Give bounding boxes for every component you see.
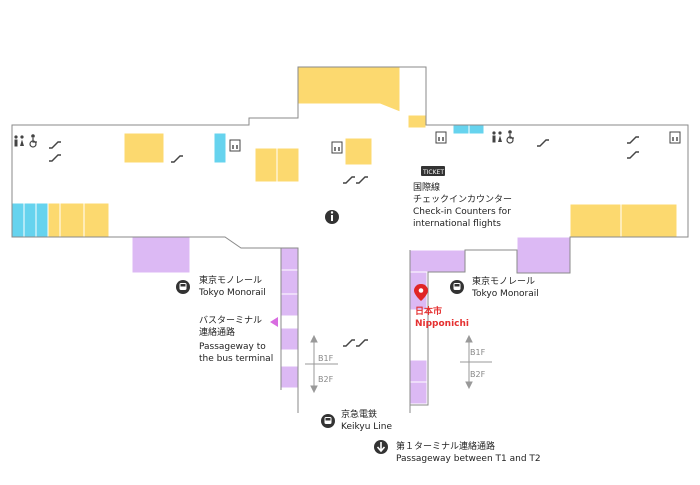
floor-label-right-b1f: B1F (470, 348, 486, 357)
elevator-icon (331, 141, 343, 154)
escalator-icon (343, 176, 368, 184)
bus-passage-arrow-icon (270, 317, 278, 327)
escalator-icon (49, 141, 61, 162)
wheelchair-icon (506, 130, 514, 144)
keikyu-jp: 京急電鉄 (341, 410, 378, 420)
ticket-icon: TICKET (421, 166, 445, 176)
monorail-right-en: Tokyo Monorail (472, 289, 539, 299)
floor-label-left-b2f: B2F (318, 375, 334, 384)
checkin-jp-2: チェックインカウンター (413, 195, 513, 205)
shop-area-right-low-1 (569, 203, 622, 238)
purple-area-left-col-4 (280, 327, 300, 351)
shop-area-right-low-2 (620, 203, 678, 238)
location-marker-icon[interactable] (414, 284, 428, 301)
shop-name-en[interactable]: Nipponichi (415, 319, 470, 329)
shop-area-left-upper (123, 132, 165, 164)
shop-area-top-small (407, 114, 427, 129)
floor-indicator-left (305, 334, 338, 394)
purple-area-left-col-5 (280, 365, 300, 389)
escalator-icon (627, 136, 639, 159)
shop-area-top-block (297, 66, 401, 113)
purple-area-left-large (131, 236, 191, 274)
cyan-area-right-1 (452, 124, 470, 135)
floor-label-right-b2f: B2F (470, 370, 486, 379)
svg-text:TICKET: TICKET (422, 169, 444, 176)
checkin-en-1: Check-in Counters for (413, 207, 511, 217)
cyan-area-left-1 (11, 202, 25, 238)
purple-area-right-col-2 (409, 359, 428, 383)
shop-area-left-low-2 (59, 202, 85, 238)
cyan-areas (11, 124, 485, 238)
elevator-icon (435, 131, 447, 144)
escalator-icon (343, 339, 368, 347)
yellow-areas (47, 66, 678, 238)
shop-area-left-mid-1 (254, 147, 278, 183)
bus-passage-jp-2: 連絡通路 (199, 328, 236, 338)
monorail-left-jp: 東京モノレール (199, 276, 263, 286)
purple-area-right-top (409, 249, 466, 273)
purple-area-right-large (516, 236, 571, 274)
monorail-right-jp: 東京モノレール (472, 277, 536, 287)
t1-t2-passage-en: Passageway between T1 and T2 (396, 454, 541, 464)
shop-area-center (344, 137, 373, 166)
shop-area-left-mid-2 (276, 147, 300, 183)
restroom-icon (14, 135, 24, 147)
down-arrow-icon[interactable] (374, 440, 388, 454)
bus-passage-en-2: the bus terminal (199, 354, 274, 364)
train-icon (321, 414, 335, 428)
shop-area-left-low-1 (47, 202, 61, 238)
bus-passage-jp-1: バスターミナル (199, 316, 263, 326)
t1-t2-passage-jp: 第１ターミナル連絡通路 (396, 442, 496, 452)
shop-name-jp[interactable]: 日本市 (415, 307, 443, 317)
cyan-area-right-2 (468, 124, 485, 135)
elevator-icon (669, 131, 681, 144)
monorail-left-en: Tokyo Monorail (199, 288, 266, 298)
purple-area-right-col-3 (409, 381, 428, 405)
floor-indicator-right (460, 334, 492, 390)
floor-label-left-b1f: B1F (318, 354, 334, 363)
train-icon (450, 280, 464, 294)
cyan-area-left-3 (35, 202, 49, 238)
train-icon (176, 280, 190, 294)
purple-areas (131, 236, 571, 405)
elevator-icon (229, 139, 241, 152)
purple-area-left-col-3 (280, 293, 300, 317)
checkin-jp: 国際線 (413, 183, 441, 193)
escalator-icon (171, 155, 183, 163)
checkin-en-2: international flights (413, 219, 501, 229)
restroom-icon (492, 131, 502, 143)
shop-area-left-low-3 (83, 202, 110, 238)
bus-passage-en-1: Passageway to (199, 342, 266, 352)
escalator-icon (537, 139, 549, 147)
cyan-area-left-2 (23, 202, 37, 238)
information-icon[interactable] (325, 210, 339, 224)
cyan-area-left-upper (213, 132, 227, 164)
purple-area-left-col-2 (280, 269, 300, 295)
building-outline (11, 66, 689, 413)
keikyu-en: Keikyu Line (341, 422, 393, 432)
wheelchair-icon (29, 134, 37, 148)
purple-area-left-col-1 (280, 247, 300, 271)
